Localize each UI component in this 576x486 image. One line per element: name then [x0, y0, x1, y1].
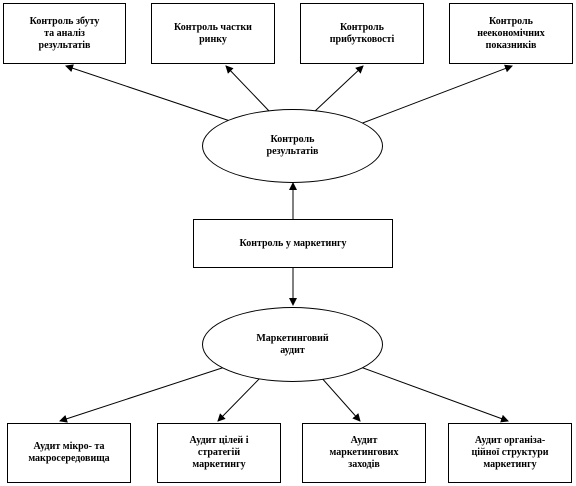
goals-strategies-audit-box: Аудит цілей і стратегій маркетингу — [157, 423, 281, 483]
goals-strategies-audit-label: Аудит цілей і стратегій маркетингу — [189, 435, 249, 470]
marketing-activities-audit-box: Аудит маркетингових заходів — [302, 423, 426, 483]
marketing-audit-label: Маркетинговий аудит — [256, 332, 329, 356]
arrow-to-profitability-control — [313, 65, 364, 113]
arrow-to-micro-macro-audit — [59, 366, 226, 423]
marketing-control-label: Контроль у маркетингу — [239, 237, 347, 249]
results-control-ellipse: Контроль результатів — [202, 109, 383, 183]
org-structure-audit-label: Аудит організа- ційної структури маркети… — [471, 435, 549, 470]
arrow-to-sales-control — [65, 64, 243, 126]
arrow-to-marketing-activities-audit — [319, 375, 361, 422]
results-control-label: Контроль результатів — [266, 134, 319, 157]
profitability-control-box: Контроль прибутковості — [300, 3, 424, 64]
marketing-activities-audit-label: Аудит маркетингових заходів — [329, 435, 399, 470]
org-structure-audit-box: Аудит організа- ційної структури маркети… — [448, 423, 572, 483]
marketing-audit-ellipse: Маркетинговий аудит — [202, 307, 383, 382]
market-share-control-label: Контроль частки ринку — [174, 21, 252, 45]
arrow-to-goals-strategies-audit — [217, 375, 263, 422]
arrow-to-market-share-control — [225, 65, 271, 113]
profitability-control-label: Контроль прибутковості — [329, 21, 395, 45]
market-share-control-box: Контроль частки ринку — [151, 3, 275, 64]
marketing-control-box: Контроль у маркетингу — [193, 219, 393, 268]
noneconomic-control-label: Контроль неекономічних показників — [477, 15, 545, 51]
sales-control-box: Контроль збуту та аналіз результатів — [3, 3, 126, 64]
micro-macro-audit-box: Аудит мікро- та макросередовища — [7, 423, 131, 483]
noneconomic-control-box: Контроль неекономічних показників — [449, 3, 573, 64]
arrow-to-noneconomic-control — [359, 64, 513, 125]
micro-macro-audit-label: Аудит мікро- та макросередовища — [28, 441, 110, 464]
arrow-to-org-structure-audit — [354, 364, 509, 423]
sales-control-label: Контроль збуту та аналіз результатів — [29, 15, 100, 51]
